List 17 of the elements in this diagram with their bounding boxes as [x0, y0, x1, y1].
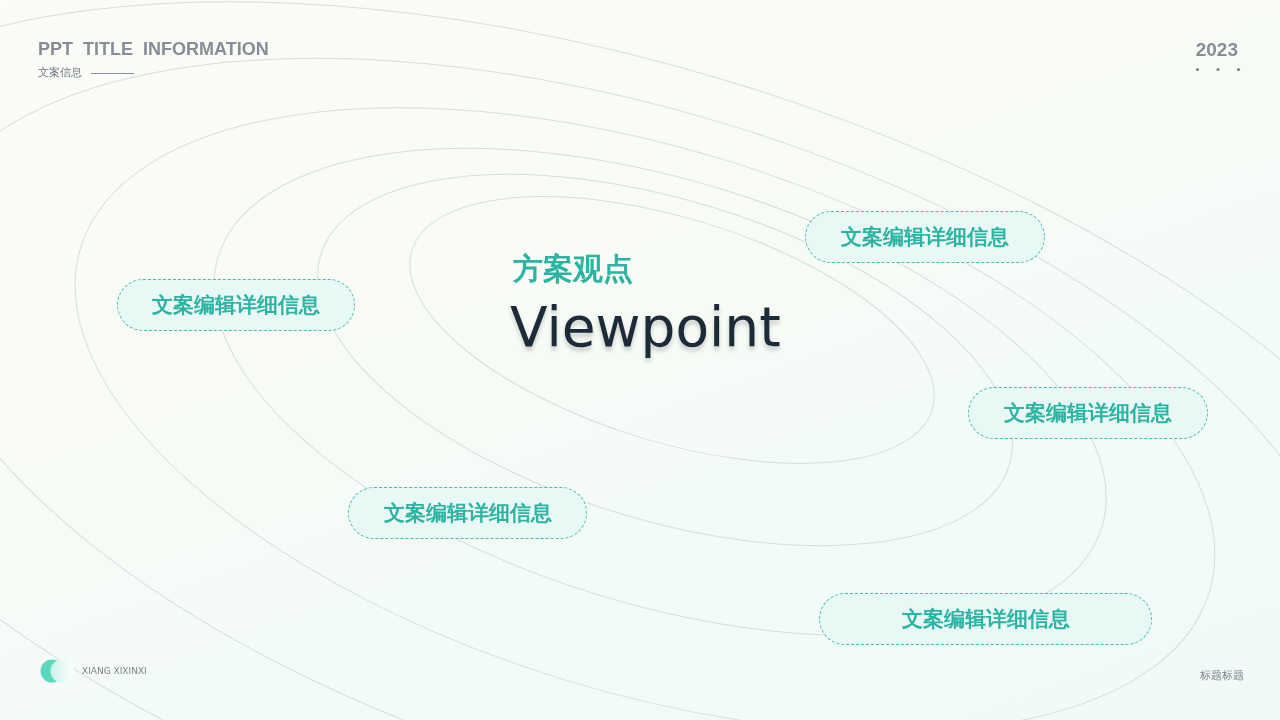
pill-text: 文案编辑详细信息 [383, 500, 552, 527]
subheading-text: 方案观点 [513, 250, 633, 288]
year-text: 2023 [1195, 39, 1238, 61]
subtitle-text: 文案信息 [38, 66, 82, 80]
text-pill [968, 387, 1208, 439]
pill-text: 文案编辑详细信息 [1004, 400, 1172, 427]
text-pill [117, 279, 355, 331]
heading-text: Viewpoint [510, 294, 781, 361]
pill-text: 文案编辑详细信息 [841, 224, 1009, 251]
footer-text: XIANG XIXINXI [82, 665, 147, 677]
text-pill [805, 211, 1045, 263]
text-pill [819, 593, 1152, 645]
pill-text: 文案编辑详细信息 [901, 606, 1070, 633]
slide-title: PPT TITLE INFORMATION [38, 39, 269, 60]
text-pill [348, 487, 587, 539]
footer-title-text: 标题标题 [1200, 669, 1244, 683]
pill-text: 文案编辑详细信息 [152, 292, 320, 319]
